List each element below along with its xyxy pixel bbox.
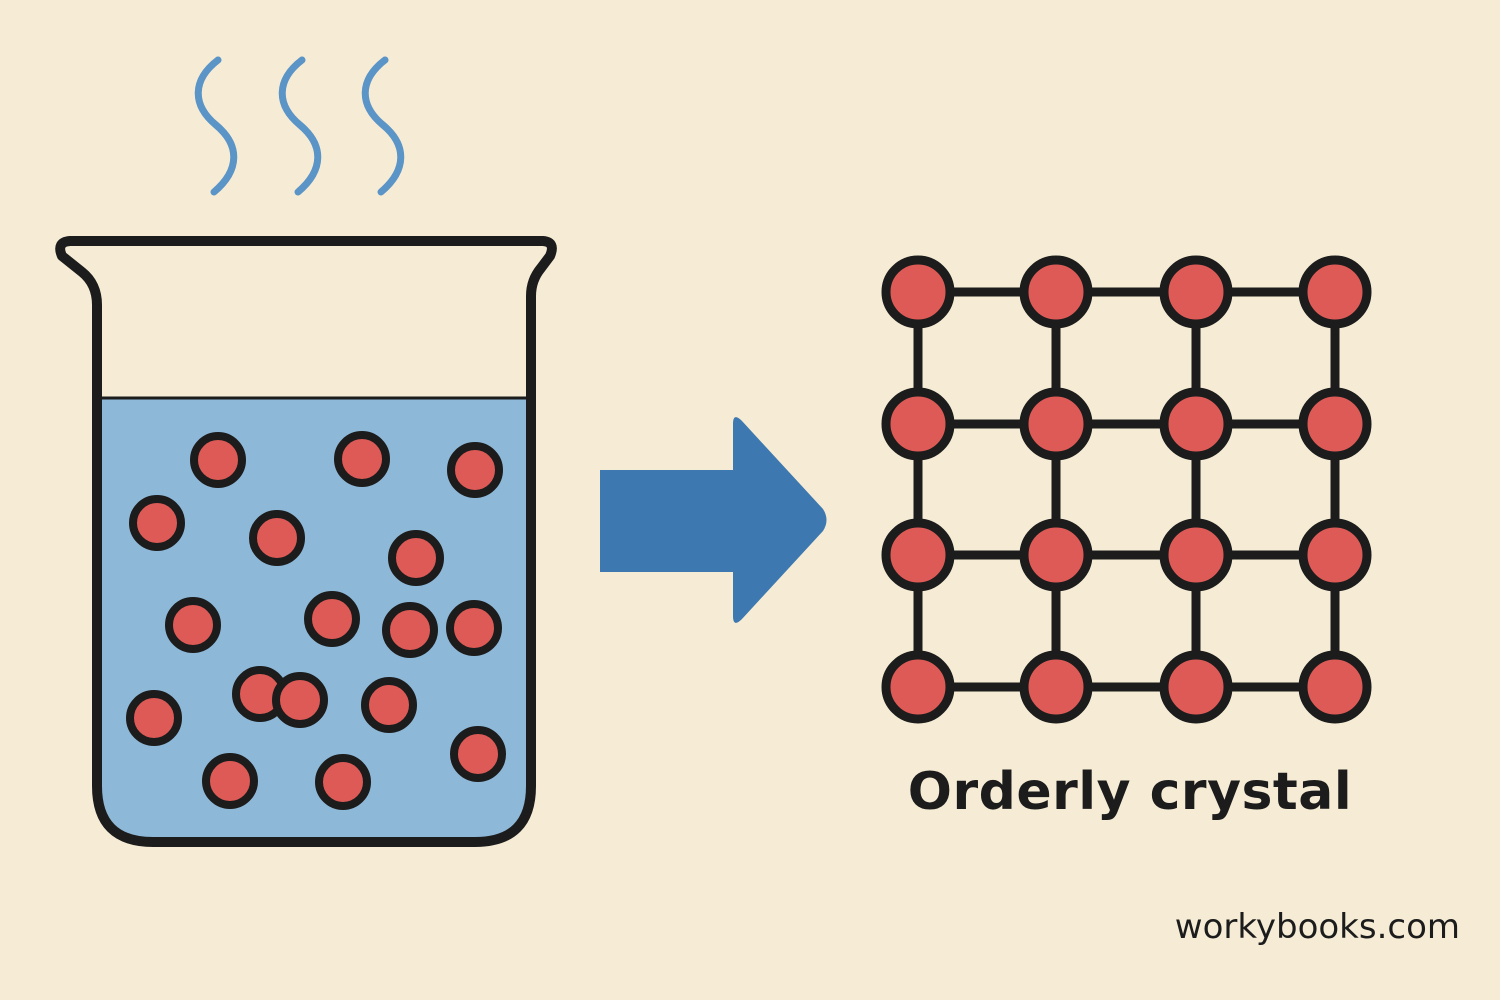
- watermark: workybooks.com: [1174, 907, 1460, 947]
- lattice-atom: [1159, 255, 1233, 329]
- lattice-atom: [1019, 650, 1093, 724]
- lattice-atom: [881, 650, 955, 724]
- dissolved-particle: [304, 591, 360, 647]
- dissolved-particle: [129, 495, 185, 551]
- lattice-atom: [1019, 518, 1093, 592]
- steam-wavy-lines-icon: [194, 56, 405, 196]
- steam-line: [278, 56, 322, 196]
- lattice-atom: [881, 518, 955, 592]
- dissolved-particle: [388, 530, 444, 586]
- lattice-atoms: [881, 255, 1372, 724]
- lattice-atom: [1298, 650, 1372, 724]
- lattice-atom: [1159, 387, 1233, 461]
- lattice-atom: [1019, 255, 1093, 329]
- dissolved-particle: [190, 432, 246, 488]
- lattice-atom: [881, 255, 955, 329]
- steam-line: [361, 56, 405, 196]
- dissolved-particle: [450, 726, 506, 782]
- lattice-atom: [1019, 387, 1093, 461]
- lattice-atom: [1298, 387, 1372, 461]
- lattice-atom: [881, 387, 955, 461]
- dissolved-particle: [165, 597, 221, 653]
- lattice-atom: [1159, 518, 1233, 592]
- dissolved-particle: [334, 431, 390, 487]
- right-arrow-icon: [600, 417, 827, 623]
- dissolved-particle: [382, 602, 438, 658]
- lattice-atom: [1298, 255, 1372, 329]
- lattice-bonds: [913, 287, 1340, 692]
- dissolved-particle: [249, 510, 305, 566]
- beaker-outline: [55, 236, 557, 847]
- dissolved-particles: [126, 431, 506, 810]
- lattice-atom: [1159, 650, 1233, 724]
- beaker-icon: [55, 236, 557, 847]
- dissolved-particle: [315, 754, 371, 810]
- dissolved-particle: [126, 690, 182, 746]
- crystal-lattice-icon: [881, 255, 1372, 724]
- crystal-label: Orderly crystal: [907, 762, 1353, 822]
- dissolved-particle: [202, 753, 258, 809]
- steam-line: [194, 56, 238, 196]
- lattice-atom: [1298, 518, 1372, 592]
- dissolved-particle: [446, 600, 502, 656]
- dissolved-particle: [361, 677, 417, 733]
- dissolved-particle: [272, 672, 328, 728]
- dissolved-particle: [447, 442, 503, 498]
